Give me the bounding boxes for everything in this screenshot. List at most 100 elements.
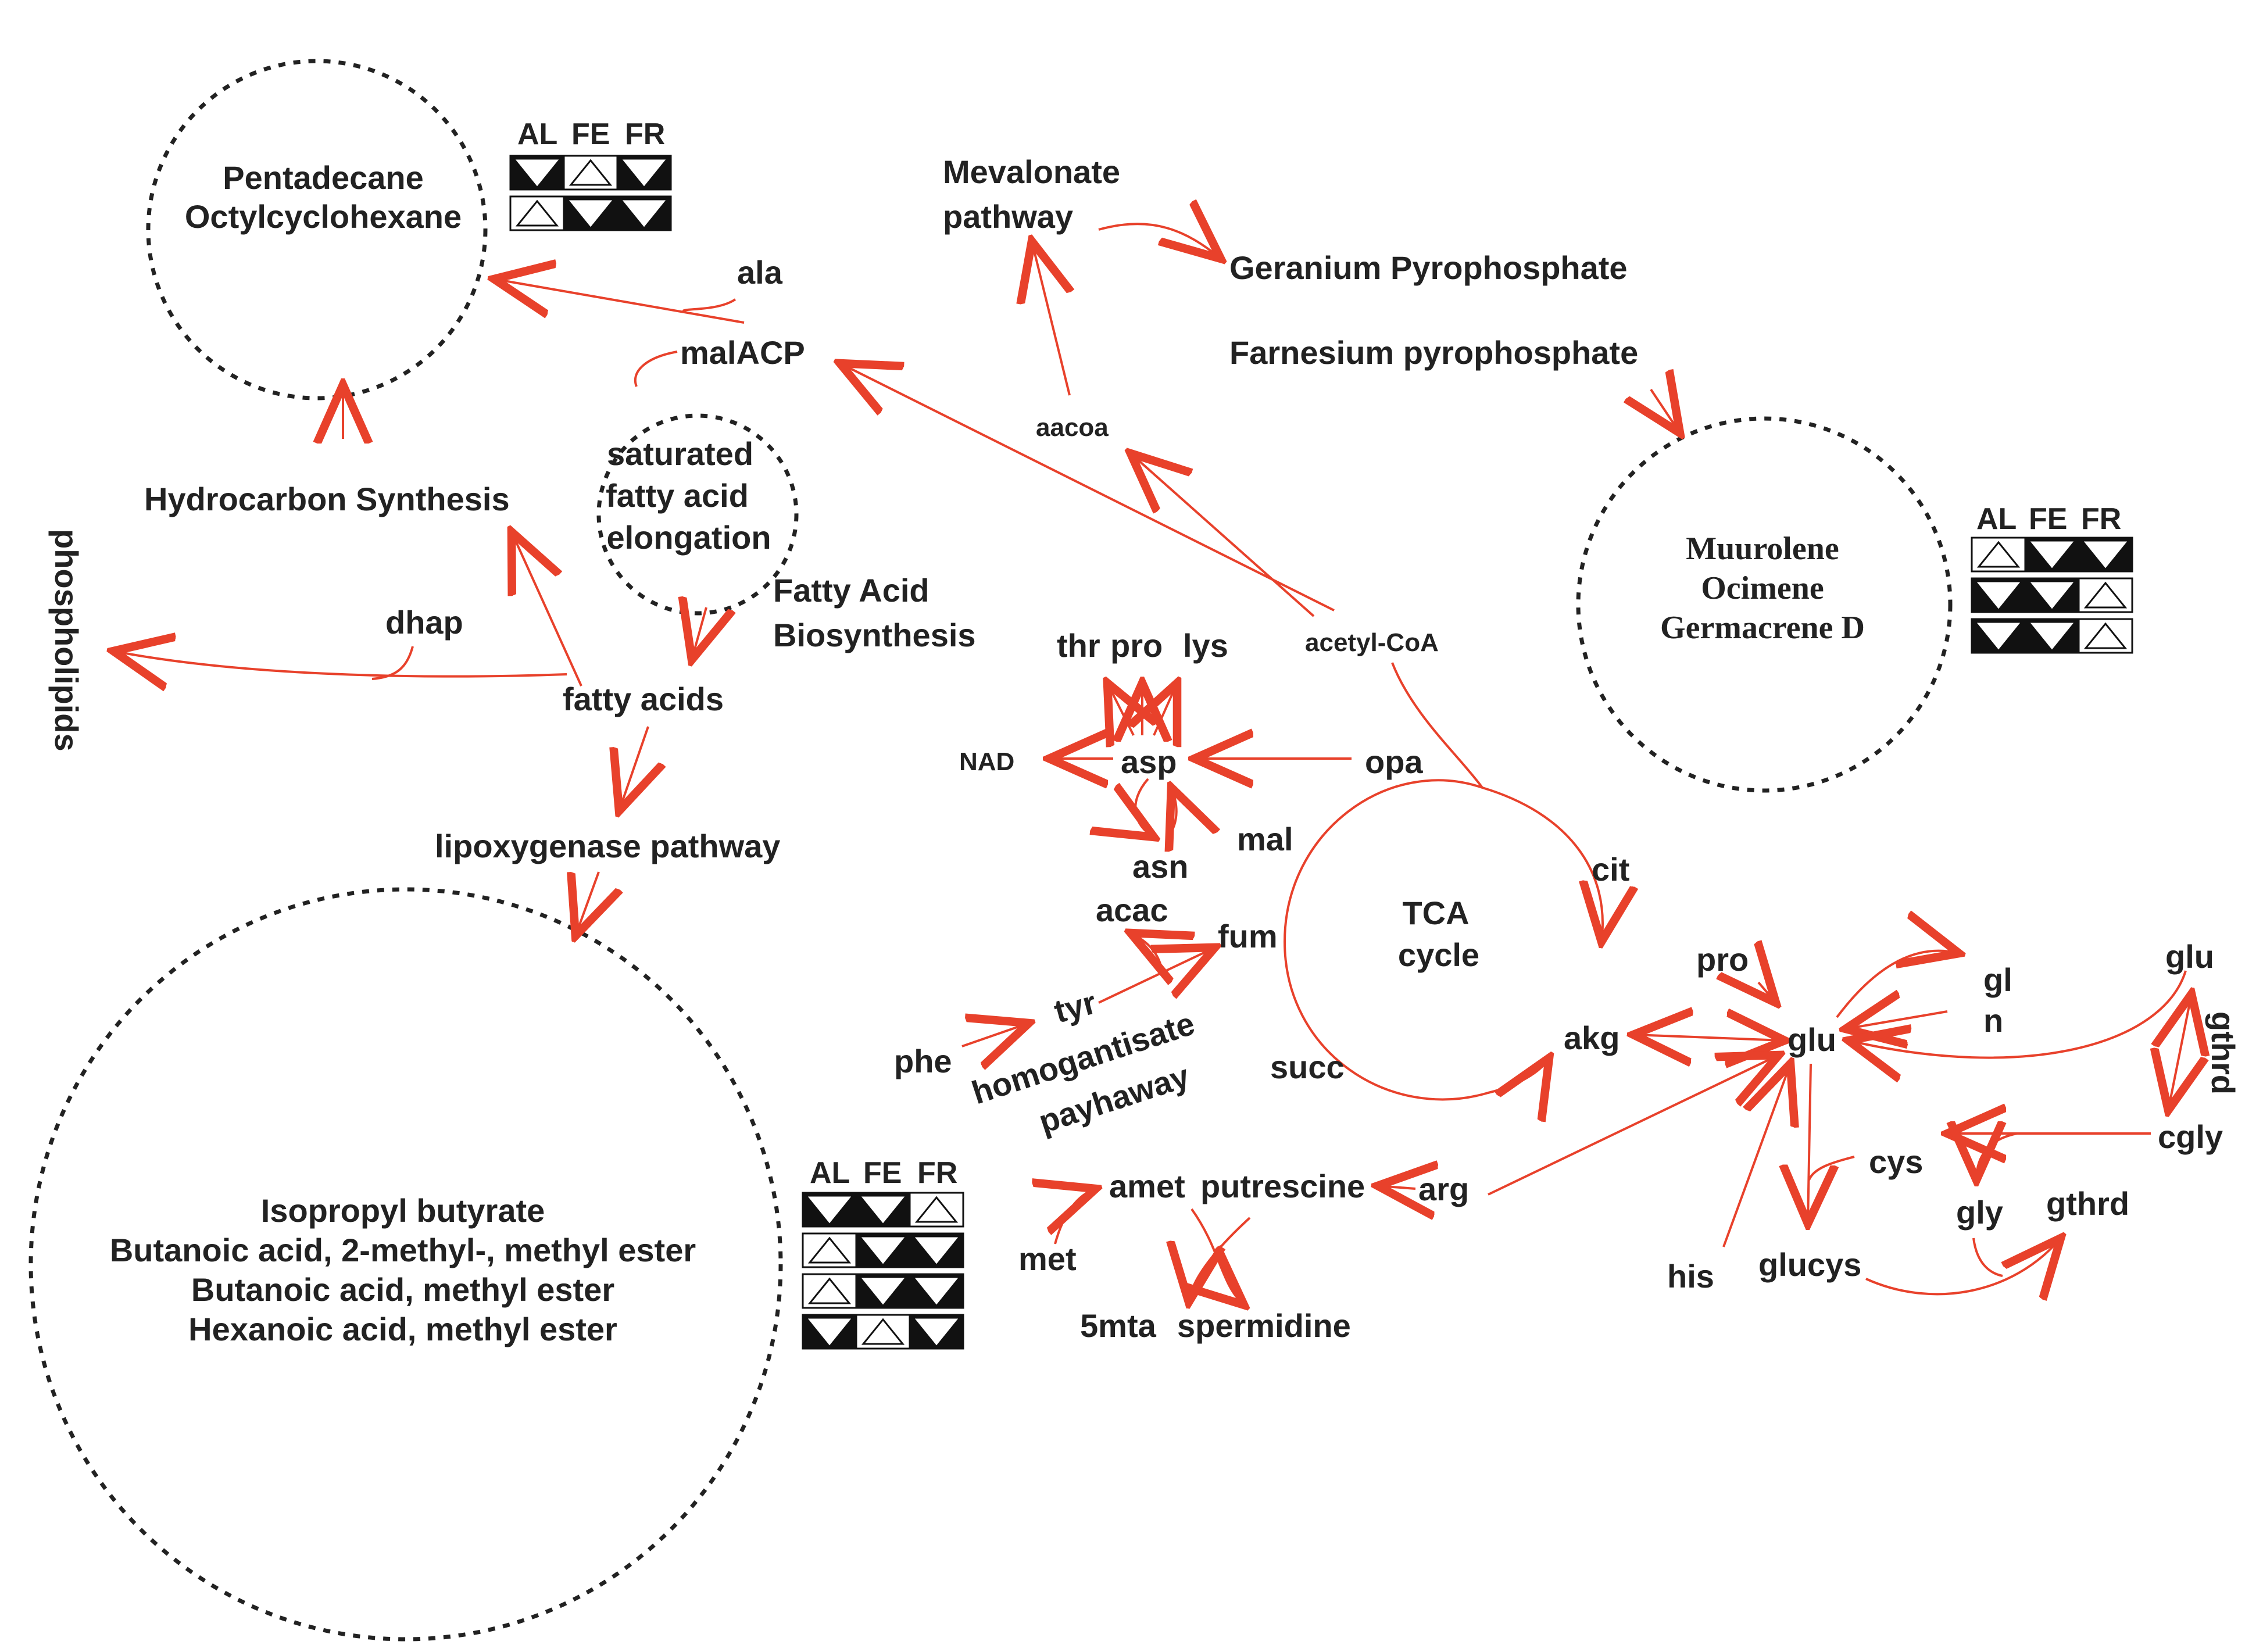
legend-terpene-triangle-up-r2-c2 — [2083, 622, 2128, 649]
farnesium-to-terpene-arrow — [1651, 389, 1680, 433]
label-tyr: tyr — [1050, 984, 1100, 1029]
label-saturated: saturated — [607, 435, 753, 472]
acetyl-coa-to-aacoa-arrow — [1131, 453, 1315, 617]
legend-terpene-triangle-down-r1-c1 — [2030, 582, 2074, 609]
pro-to-glu-arrow — [1758, 982, 1776, 1003]
cgly-to-gly-arrow — [1976, 1133, 2018, 1180]
label-hexanoic-methyl-ester: Hexanoic acid, methyl ester — [188, 1311, 617, 1347]
label-aacoa: aacoa — [1036, 413, 1109, 442]
label-asp: asp — [1121, 743, 1177, 780]
putrescine-to-5mta-arrow — [1189, 1217, 1251, 1302]
label-ala: ala — [737, 254, 783, 291]
label-phospholipids: phospholipids — [48, 529, 85, 752]
legend-terpene-triangle-up-r1-c2 — [2083, 581, 2128, 609]
label-his: his — [1667, 1258, 1714, 1295]
legend-pentadecane-triangle-up-r0-c1 — [569, 159, 613, 186]
label-butanoic-2-methyl-ester: Butanoic acid, 2-methyl-, methyl ester — [110, 1232, 696, 1268]
gln-to-glu-arrow — [1846, 1011, 1948, 1029]
label-putrescine: putrescine — [1200, 1168, 1365, 1204]
label-pro-glu: pro — [1696, 941, 1749, 978]
label-acac: acac — [1096, 892, 1168, 928]
legend-pentadecane-triangle-up-r1-c0 — [515, 199, 559, 227]
label-fatty-acid: fatty acid — [606, 477, 749, 514]
ala-link — [682, 298, 737, 312]
label-phe: phe — [894, 1043, 952, 1079]
label-lys: lys — [1183, 627, 1228, 664]
malacp-to-pentadecane-arrow — [494, 279, 745, 324]
aacoa-to-mevalonate-arrow — [1032, 241, 1070, 396]
legend-ester-triangle-down-r2-c2 — [914, 1278, 959, 1305]
label-n: n — [1983, 1002, 2003, 1039]
fatty-acids-to-phospholipids-arrow — [113, 651, 567, 677]
legend-ester-triangle-up-r2-c0 — [807, 1277, 852, 1304]
his-to-glu-arrow — [1722, 1064, 1790, 1247]
legend-grid-terpene — [1971, 537, 2133, 654]
terpene-compartment — [1576, 416, 1953, 793]
legend-header-al-ester: AL — [810, 1156, 850, 1190]
metabolite-labels: Pentadecane Octylcyclohexane ala malACP … — [48, 153, 2241, 1347]
arg-to-putrescine-arrow — [1378, 1186, 1415, 1189]
label-akg: akg — [1564, 1020, 1620, 1056]
reaction-arrows — [113, 224, 2192, 1305]
asp-to-thr-arrow — [1107, 683, 1134, 735]
acetyl-coa-to-tca-arrow — [1391, 662, 1483, 789]
label-lipoxygenase-pathway: lipoxygenase pathway — [435, 828, 780, 864]
label-cgly: cgly — [2158, 1118, 2223, 1155]
legend-pentadecane-triangle-down-r0-c2 — [622, 159, 666, 187]
label-cycle: cycle — [1398, 936, 1479, 973]
legend-terpene-triangle-down-r0-c2 — [2083, 541, 2128, 568]
legend-header-al-pentadecane: AL — [517, 117, 557, 151]
cys-link — [1808, 1156, 1855, 1181]
label-geranium-pyrophosphate: Geranium Pyrophosphate — [1229, 249, 1628, 286]
label-butanoic-methyl-ester: Butanoic acid, methyl ester — [191, 1271, 614, 1308]
elongation-to-fatty-acids-arrow — [692, 607, 706, 660]
label-muurolene: Muurolene — [1686, 531, 1839, 567]
label-nad: NAD — [959, 748, 1014, 776]
phe-to-tyr-arrow — [961, 1023, 1029, 1046]
met-to-amet-arrow — [1055, 1189, 1096, 1245]
pentadecane-compartment — [146, 59, 488, 401]
glu-cgly-arrow — [2168, 994, 2192, 1110]
legend-headers: AL FE FR AL FE FR AL FE FR — [517, 117, 2121, 1190]
fatty-acids-to-lipoxygenase-arrow — [619, 726, 648, 811]
legend-ester-triangle-down-r2-c1 — [861, 1278, 905, 1305]
glucys-to-gthrd-arrow — [1865, 1238, 2061, 1294]
legend-ester-triangle-down-r3-c0 — [807, 1318, 852, 1346]
legend-ester-triangle-down-r0-c1 — [861, 1196, 905, 1224]
legend-header-fr-ester: FR — [917, 1156, 957, 1190]
label-biosynthesis: Biosynthesis — [773, 617, 976, 653]
label-asn: asn — [1132, 848, 1189, 885]
label-elongation: elongation — [606, 519, 771, 556]
label-pathway: pathway — [943, 198, 1073, 235]
fatty-acids-to-hydrocarbon-arrow — [512, 532, 582, 686]
label-hydrocarbon-synthesis: Hydrocarbon Synthesis — [144, 481, 510, 517]
legend-terpene-triangle-up-r0-c0 — [1976, 541, 2021, 568]
arg-to-glu-arrow — [1488, 1055, 1779, 1196]
legend-pentadecane-triangle-down-r0-c0 — [515, 159, 559, 187]
legend-ester-triangle-up-r0-c2 — [914, 1196, 959, 1223]
label-mevalonate: Mevalonate — [943, 153, 1120, 190]
cit-arrow — [1482, 786, 1603, 942]
label-gthrd: gthrd — [2046, 1185, 2129, 1222]
label-succ: succ — [1270, 1049, 1345, 1085]
label-cys: cys — [1869, 1143, 1923, 1180]
glu-to-glucys-arrow — [1808, 1063, 1811, 1224]
label-fatty-acids: fatty acids — [563, 681, 724, 717]
glu-right-to-glu-arrow — [1849, 970, 2187, 1058]
legend-header-fe-terpene: FE — [2029, 502, 2067, 536]
legend-header-al-terpene: AL — [1976, 502, 2017, 536]
legend-ester-triangle-down-r0-c0 — [807, 1196, 852, 1224]
legend-ester-triangle-down-r1-c2 — [914, 1237, 959, 1264]
label-spermidine: spermidine — [1177, 1307, 1351, 1344]
legend-grid-pentadecane — [509, 155, 672, 231]
label-glu: glu — [1787, 1021, 1836, 1058]
label-cit: cit — [1592, 851, 1629, 888]
asn-to-asp-arrow — [1168, 788, 1177, 837]
label-acetyl-coa: acetyl-CoA — [1305, 628, 1439, 657]
acetyl-coa-to-malacp-arrow — [840, 363, 1335, 612]
legend-grid-ester — [802, 1192, 964, 1350]
label-5mta: 5mta — [1080, 1307, 1157, 1344]
label-arg: arg — [1418, 1171, 1469, 1207]
label-pentadecane: Pentadecane — [223, 159, 424, 196]
akg-glu-arrow — [1633, 1035, 1785, 1040]
